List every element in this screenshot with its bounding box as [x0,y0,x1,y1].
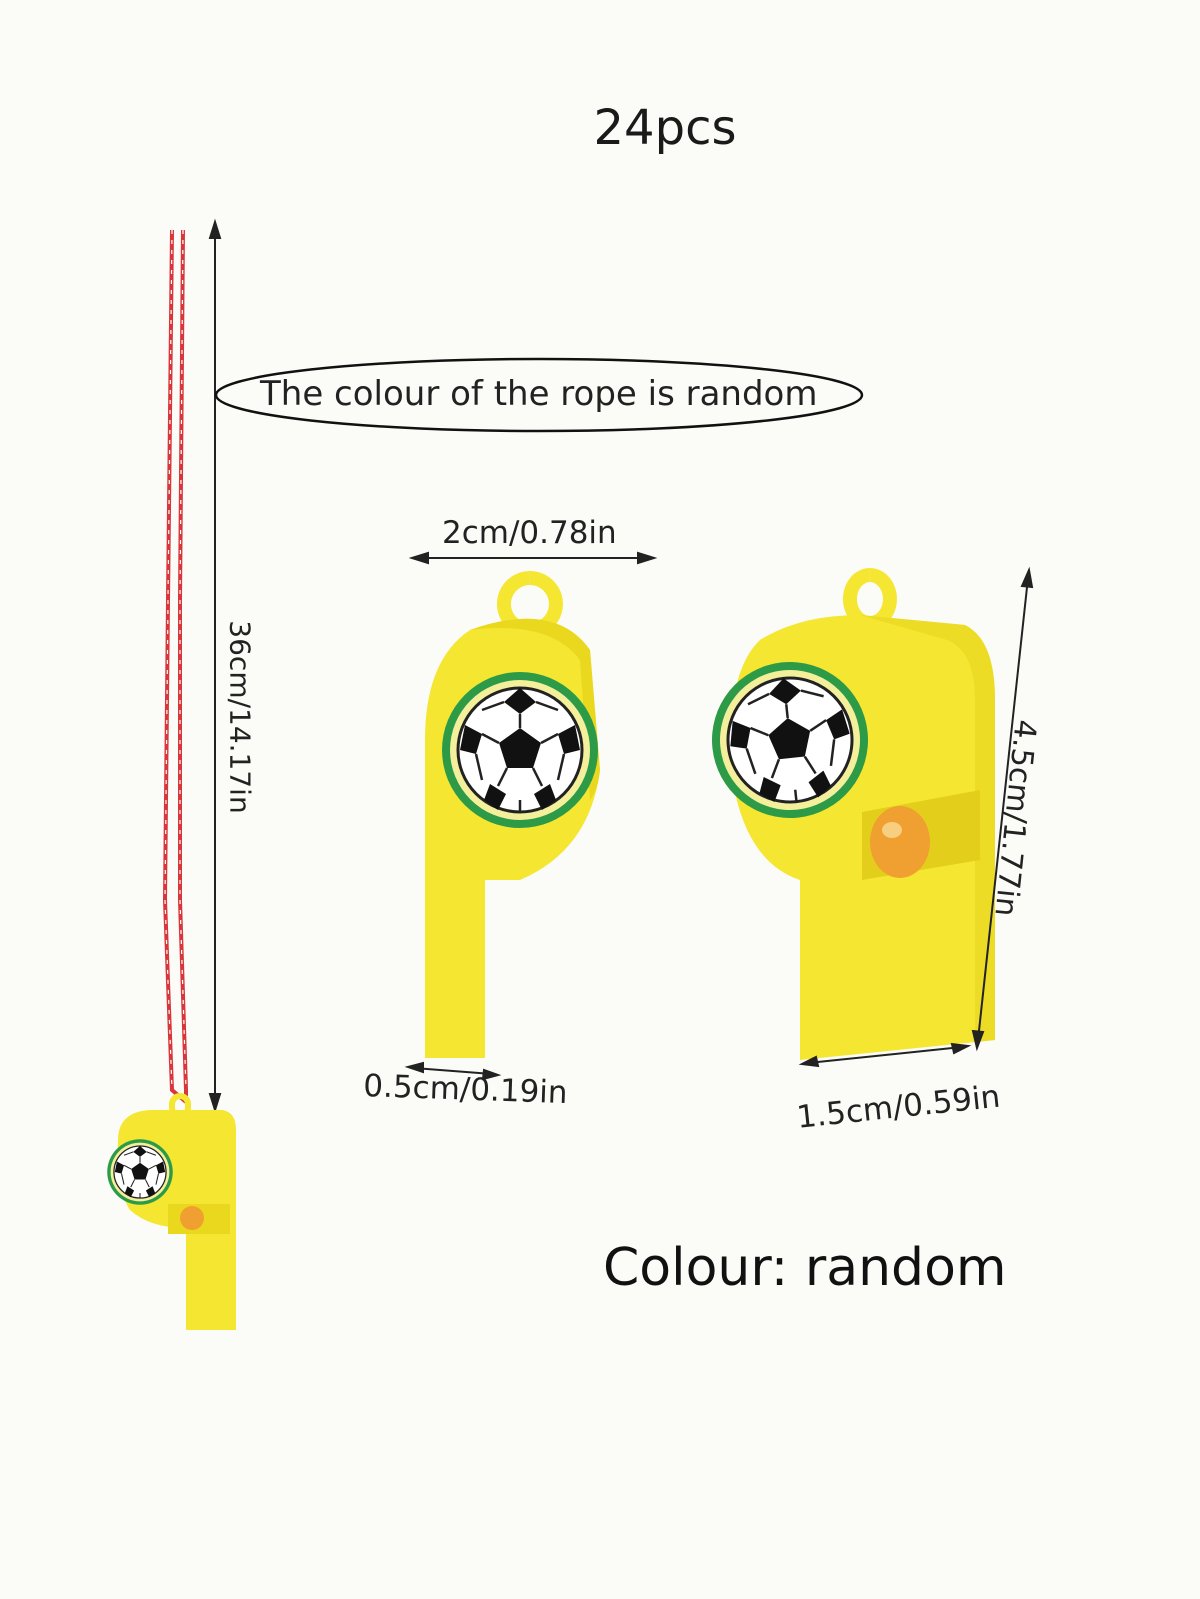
rope-note-text: The colour of the rope is random [260,374,818,414]
whistle-front-icon [425,571,600,1058]
quantity-label: 24pcs [593,100,737,156]
whistle-width-label: 2cm/0.78in [442,515,617,551]
rope-note-ellipse [214,357,864,433]
rope-icon [162,229,188,1104]
rope-length-arrow [208,218,222,1114]
rope-length-label: 36cm/14.17in [223,620,257,814]
width-arrow [408,551,658,565]
colour-note: Colour: random [603,1238,1007,1298]
depth-arrow [798,1042,972,1068]
tip-width-arrow [404,1061,502,1081]
rope-note-callout: The colour of the rope is random [214,358,864,432]
height-arrow [971,566,1034,1052]
whistle-side-icon [702,568,995,1060]
whistle-icon [106,1093,236,1330]
tip-width-label: 0.5cm/0.19in [362,1068,569,1112]
